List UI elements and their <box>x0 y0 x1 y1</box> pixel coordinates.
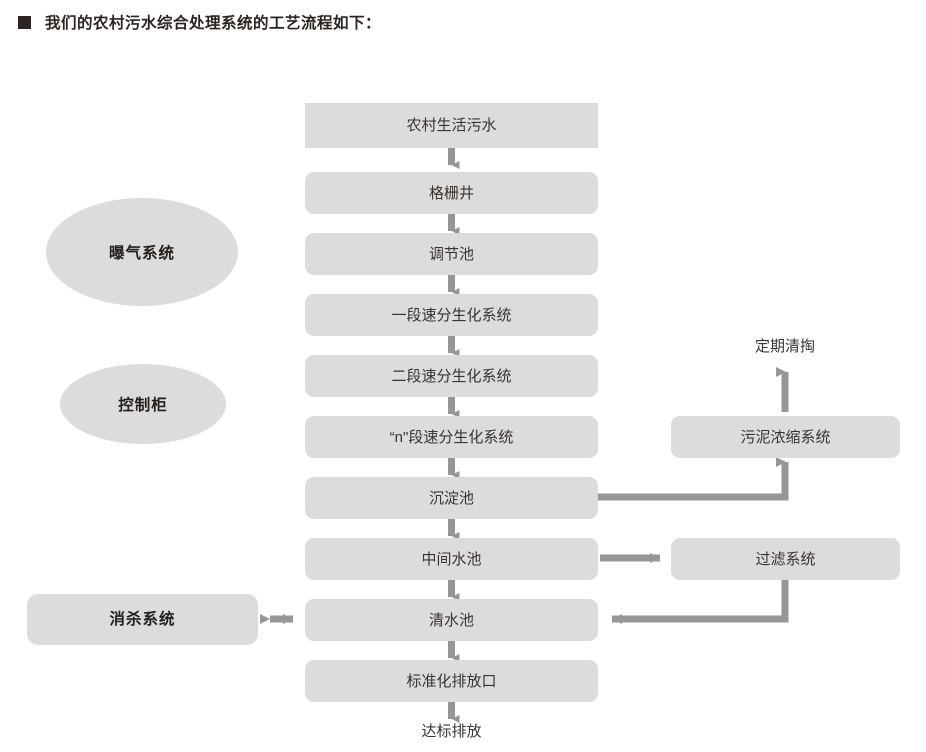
square-bullet-icon <box>18 15 31 29</box>
flow-node-inflow[interactable]: 农村生活污水 <box>305 103 598 148</box>
flow-node-clear-water-pool[interactable]: 清水池 <box>305 599 598 641</box>
flow-node-bio-stage-n[interactable]: “n"段速分生化系统 <box>305 416 598 458</box>
flow-node-bio-stage-1[interactable]: 一段速分生化系统 <box>305 294 598 336</box>
page-title-text: 我们的农村污水综合处理系统的工艺流程如下： <box>45 15 382 32</box>
flow-end-label-discharge: 达标排放 <box>421 723 482 740</box>
flow-node-label: 二段速分生化系统 <box>391 367 512 385</box>
flow-node-grit[interactable]: 格栅井 <box>305 172 598 214</box>
flow-node-label: 农村生活污水 <box>406 117 497 134</box>
module-label: 控制柜 <box>118 397 168 414</box>
flow-node-equalization[interactable]: 调节池 <box>305 233 598 275</box>
module-sludge-thickening-system[interactable]: 污泥浓缩系统 <box>671 416 900 458</box>
flow-node-label: “n"段速分生化系统 <box>389 428 514 446</box>
module-label: 曝气系统 <box>108 245 175 262</box>
flow-node-bio-stage-2[interactable]: 二段速分生化系统 <box>305 355 598 397</box>
connector-settling-sludge <box>598 457 789 501</box>
module-filtration-system[interactable]: 过滤系统 <box>671 538 900 580</box>
flow-node-intermediate-pool[interactable]: 中间水池 <box>305 538 598 580</box>
flow-node-label: 调节池 <box>428 245 474 263</box>
flow-node-label: 标准化排放口 <box>406 672 497 690</box>
page-title: 我们的农村污水综合处理系统的工艺流程如下： <box>18 8 381 36</box>
module-control-cabinet[interactable]: 控制柜 <box>60 364 226 444</box>
flow-node-label: 沉淀池 <box>428 489 474 507</box>
flow-node-standard-outlet[interactable]: 标准化排放口 <box>305 660 598 702</box>
label-periodic-cleaning: 定期清掏 <box>754 338 816 355</box>
flow-node-label: 格栅井 <box>428 184 474 202</box>
flow-node-label: 一段速分生化系统 <box>391 306 512 324</box>
module-label: 过滤系统 <box>755 550 816 568</box>
flow-node-label: 中间水池 <box>421 550 482 568</box>
module-label: 污泥浓缩系统 <box>740 428 831 446</box>
flow-node-settling-tank[interactable]: 沉淀池 <box>305 477 598 519</box>
module-disinfection-system[interactable]: 消杀系统 <box>27 594 258 645</box>
module-aeration-system[interactable]: 曝气系统 <box>46 198 238 306</box>
module-label: 消杀系统 <box>109 610 176 628</box>
flow-node-label: 清水池 <box>428 611 474 629</box>
connector-filter-clearwater <box>612 580 789 624</box>
